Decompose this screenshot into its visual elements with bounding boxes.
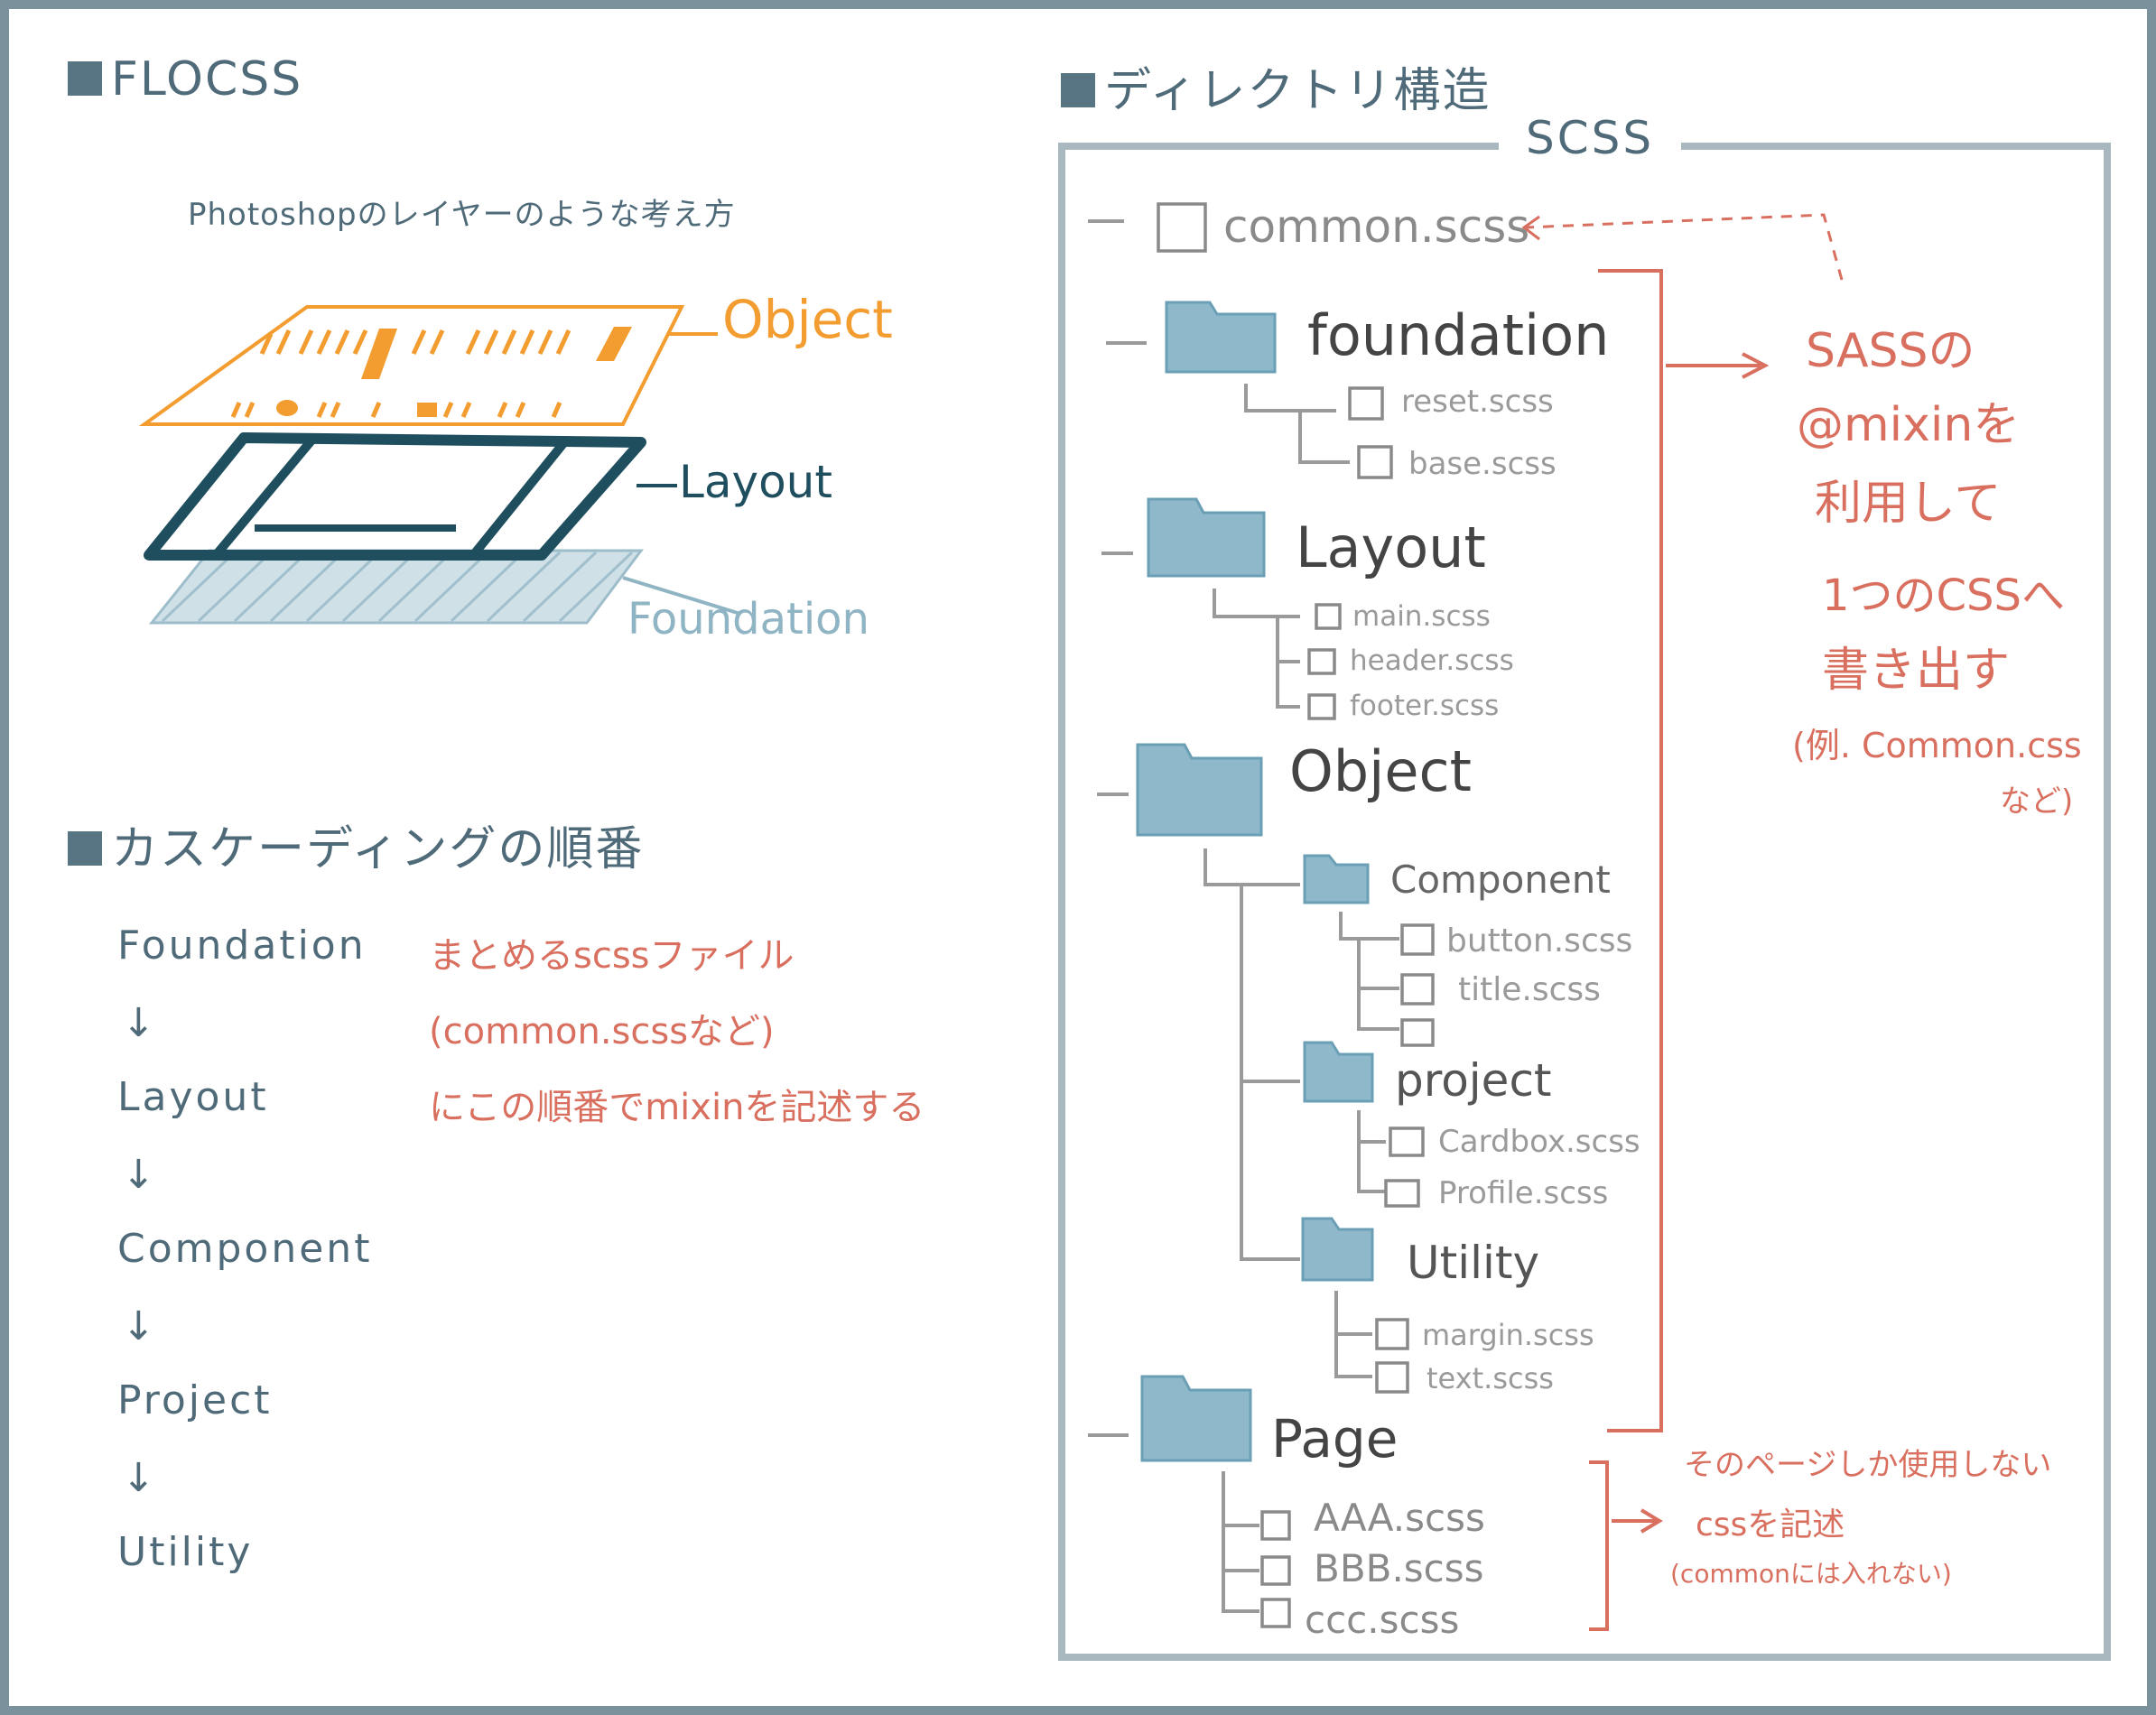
file-label: Profile.scss	[1438, 1175, 1609, 1211]
file-icon	[1389, 1126, 1425, 1157]
down-arrow-icon: ↓	[122, 1152, 155, 1198]
directory-heading: ディレクトリ構造	[1061, 52, 1491, 120]
file-label: header.scss	[1350, 644, 1514, 677]
file-icon	[1357, 445, 1393, 479]
foundation-layer-illustration	[148, 549, 741, 625]
folder-label-foundation: foundation	[1307, 302, 1610, 368]
cascade-note-line-2: (common.scssなど)	[429, 1011, 775, 1052]
layer-label-foundation: Foundation	[627, 594, 869, 644]
cascade-item-layout: Layout	[117, 1074, 269, 1120]
file-icon	[1400, 923, 1435, 956]
file-label: margin.scss	[1422, 1318, 1594, 1352]
file-icon	[1400, 973, 1435, 1006]
file-icon	[1260, 1555, 1291, 1586]
square-bullet-icon	[68, 831, 102, 866]
scss-box-label: SCSS	[1499, 112, 1682, 164]
folder-icon	[1140, 1375, 1252, 1462]
object-layer-illustration	[138, 305, 718, 426]
folder-icon	[1165, 301, 1277, 374]
page-note-line-2: cssを記述	[1696, 1506, 1845, 1544]
mixin-note-line-1: SASSの	[1806, 324, 1975, 378]
root-file-label: common.scss	[1223, 200, 1530, 253]
file-label: base.scss	[1408, 446, 1557, 482]
page-bracket	[1589, 1460, 1663, 1631]
file-icon	[1348, 386, 1384, 421]
folder-icon	[1147, 497, 1266, 578]
down-arrow-icon: ↓	[122, 1303, 155, 1349]
file-icon	[1384, 1179, 1420, 1208]
file-label: reset.scss	[1401, 384, 1554, 420]
cascade-heading: カスケーディングの順番	[68, 811, 644, 878]
file-label: button.scss	[1446, 922, 1633, 959]
mixin-note-line-4: 1つのCSSへ	[1822, 570, 2065, 621]
file-icon	[1260, 1510, 1291, 1541]
file-icon	[1400, 1018, 1435, 1047]
cascade-item-project: Project	[117, 1377, 273, 1423]
dashed-arrow-head	[1521, 215, 1540, 241]
mixin-note-line-7: など)	[2000, 783, 2074, 820]
layer-label-layout: Layout	[679, 456, 832, 508]
directory-title: ディレクトリ構造	[1104, 64, 1492, 118]
folder-icon	[1303, 1041, 1374, 1103]
folder-label-project: project	[1395, 1054, 1552, 1107]
mixin-bracket	[1598, 269, 1770, 1432]
mixin-note-line-3: 利用して	[1815, 477, 2002, 531]
file-icon	[1157, 202, 1207, 253]
cascade-title: カスケーディングの順番	[111, 822, 645, 876]
file-icon	[1375, 1361, 1409, 1394]
mixin-note-line-2: @mixinを	[1797, 398, 2021, 452]
cascade-note-line-3: にこの順番でmixinを記述する	[429, 1087, 925, 1128]
layout-layer-illustration	[144, 432, 677, 561]
page-note-line-1: そのページしか使用しない	[1684, 1447, 2052, 1483]
folder-icon	[1303, 854, 1370, 904]
file-icon	[1307, 648, 1336, 675]
folder-label-utility: Utility	[1407, 1237, 1540, 1289]
mixin-note-line-5: 書き出す	[1822, 644, 2011, 698]
dashed-arrow	[1525, 213, 1844, 281]
down-arrow-icon: ↓	[122, 1000, 155, 1046]
square-bullet-icon	[1061, 73, 1095, 107]
folder-label-layout: Layout	[1296, 514, 1486, 580]
flocss-subtitle: Photoshopのレイヤーのような考え方	[188, 197, 736, 233]
file-icon	[1307, 693, 1336, 720]
file-label: ccc.scss	[1305, 1598, 1460, 1642]
cascade-item-utility: Utility	[117, 1529, 254, 1575]
file-label: AAA.scss	[1314, 1496, 1485, 1540]
flocss-title: FLOCSS	[111, 52, 303, 107]
file-icons	[1157, 202, 1435, 1628]
file-label: text.scss	[1426, 1361, 1554, 1395]
file-label: BBB.scss	[1314, 1546, 1484, 1590]
folder-icon	[1301, 1217, 1374, 1282]
folder-label-page: Page	[1271, 1408, 1399, 1469]
file-label: footer.scss	[1350, 690, 1500, 722]
folder-icon	[1136, 743, 1263, 837]
square-bullet-icon	[68, 61, 102, 96]
file-label: main.scss	[1352, 600, 1491, 633]
cascade-item-foundation: Foundation	[117, 922, 367, 969]
file-icon	[1260, 1598, 1291, 1628]
file-icon	[1315, 603, 1342, 630]
cascade-item-component: Component	[117, 1226, 373, 1272]
layer-label-object: Object	[722, 289, 893, 350]
folder-label-component: Component	[1390, 858, 1611, 902]
folder-label-object: Object	[1289, 738, 1472, 804]
file-label: Cardbox.scss	[1438, 1124, 1640, 1160]
folder-icons	[1136, 301, 1374, 1462]
down-arrow-icon: ↓	[122, 1455, 155, 1501]
mixin-note-line-6: (例. Common.css	[1792, 726, 2082, 765]
file-label: title.scss	[1458, 971, 1601, 1008]
tree-lines	[1088, 219, 1399, 1613]
page-note-line-3: (commonには入れない)	[1670, 1559, 1952, 1589]
file-icon	[1375, 1318, 1409, 1350]
cascade-note-line-1: まとめるscssファイル	[429, 935, 795, 977]
flocss-heading: FLOCSS	[68, 52, 302, 107]
